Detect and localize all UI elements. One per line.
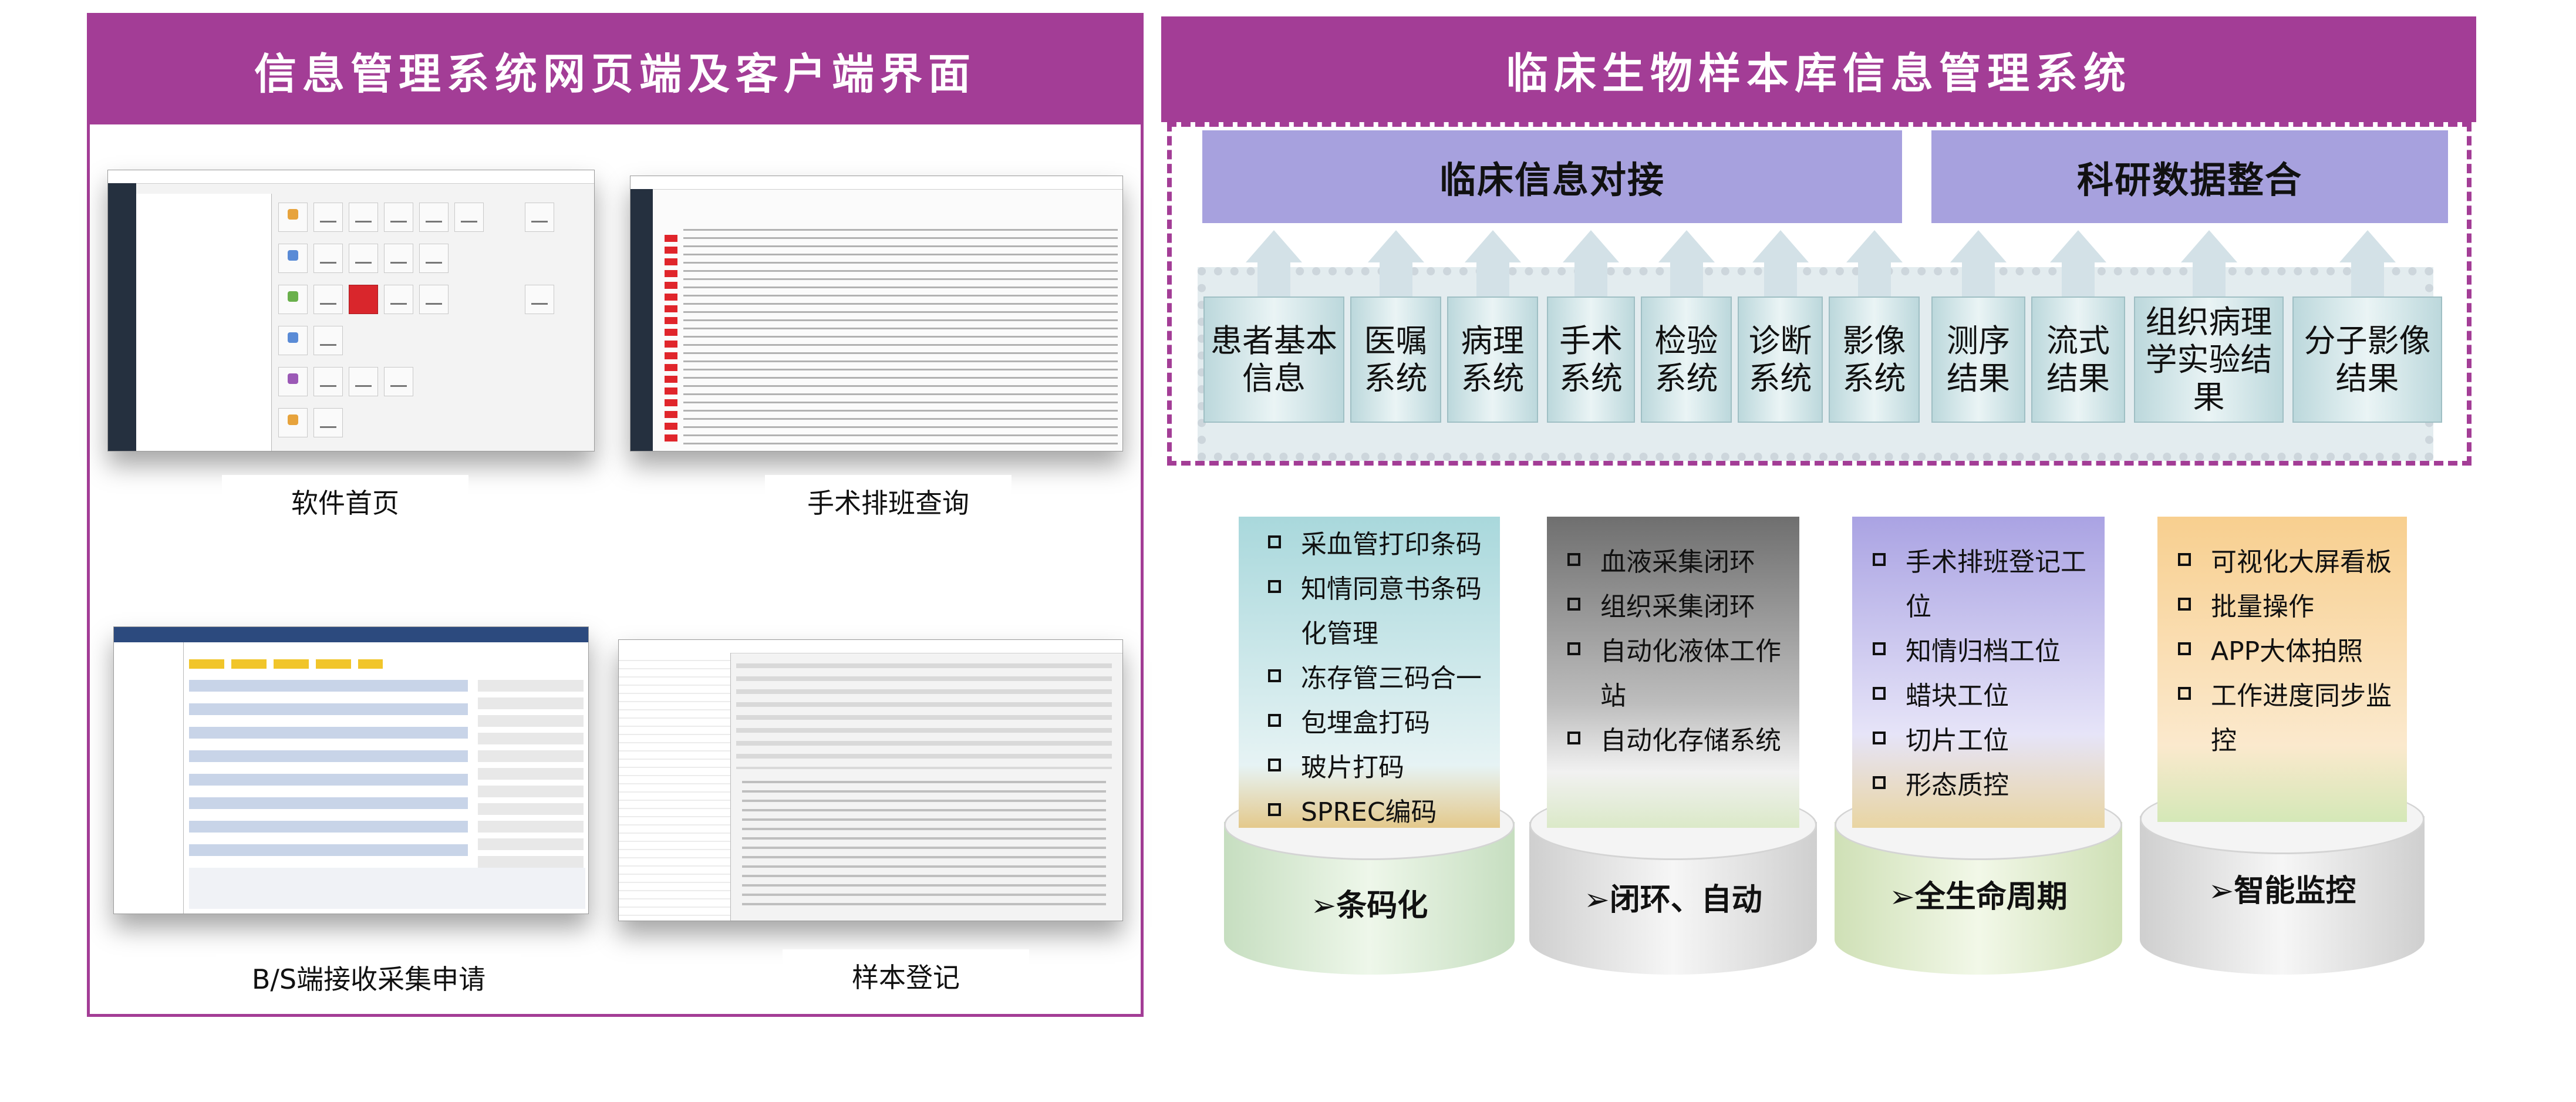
up-arrow-stem	[2193, 262, 2226, 298]
up-arrow-icon	[1465, 230, 1521, 262]
registration-form	[736, 663, 1112, 769]
list-item: 血液采集闭环	[1567, 540, 1788, 585]
caption-software-home: 软件首页	[222, 475, 468, 528]
screenshot-surgery-schedule	[630, 176, 1123, 451]
card-lifecycle-list: 手术排班登记工位 知情归档工位 蜡块工位 切片工位 形态质控	[1852, 517, 2105, 808]
up-arrow-icon	[1368, 230, 1424, 262]
list-item: 蜡块工位	[1873, 674, 2093, 719]
source-lab-system: 检验系统	[1641, 296, 1732, 423]
list-item: 包埋盒打码	[1268, 701, 1488, 746]
source-flow-results: 流式结果	[2031, 296, 2125, 423]
card-monitoring-list: 可视化大屏看板 批量操作 APP大体拍照 工作进度同步监控	[2157, 517, 2407, 763]
up-arrow-icon	[2181, 230, 2237, 262]
status-column	[665, 235, 677, 446]
source-histopathology-results: 组织病理学实验结果	[2134, 296, 2284, 423]
source-sequencing-results: 测序结果	[1931, 296, 2025, 423]
folder-tree	[114, 642, 184, 914]
window-titlebar	[108, 170, 594, 184]
nav-sidebar	[108, 183, 136, 451]
card-monitoring: 可视化大屏看板 批量操作 APP大体拍照 工作进度同步监控	[2157, 517, 2407, 822]
list-item: 冻存管三码合一	[1268, 656, 1488, 701]
up-arrow-icon	[1658, 230, 1715, 262]
list-item: 批量操作	[2178, 585, 2395, 629]
screenshot-sample-register	[618, 639, 1123, 921]
source-imaging-system: 影像系统	[1829, 296, 1920, 423]
list-item: 形态质控	[1873, 763, 2093, 808]
nav-sidebar	[630, 189, 653, 451]
cylinder-lifecycle-label: ➢全生命周期	[1889, 879, 2068, 915]
source-patient-info: 患者基本信息	[1203, 296, 1344, 423]
up-arrow-icon	[2050, 230, 2106, 262]
up-arrow-stem	[2062, 262, 2095, 298]
up-arrow-icon	[2339, 230, 2396, 262]
up-arrow-stem	[1574, 262, 1607, 298]
up-arrow-icon	[1246, 230, 1302, 262]
up-arrow-icon	[1950, 230, 2007, 262]
source-surgery-system: 手术系统	[1547, 296, 1635, 423]
up-arrow-stem	[1380, 262, 1412, 298]
list-item: 组织采集闭环	[1567, 585, 1788, 629]
sample-list	[619, 653, 731, 921]
list-item: 切片工位	[1873, 719, 2093, 763]
schedule-table	[683, 229, 1118, 446]
source-pathology-system: 病理系统	[1447, 296, 1538, 423]
request-form	[189, 680, 468, 862]
banner-clinical-integration: 临床信息对接	[1202, 130, 1902, 223]
right-panel-title: 临床生物样本库信息管理系统	[1161, 16, 2476, 122]
list-item: 采血管打印条码	[1268, 523, 1488, 567]
function-grid	[278, 203, 584, 443]
up-arrow-stem	[1670, 262, 1703, 298]
result-table	[189, 868, 585, 909]
list-item: 工作进度同步监控	[2178, 674, 2395, 763]
card-barcode-list: 采血管打印条码 知情同意书条码化管理 冻存管三码合一 包埋盒打码 玻片打码 SP…	[1239, 517, 1500, 828]
card-lifecycle: 手术排班登记工位 知情归档工位 蜡块工位 切片工位 形态质控	[1852, 517, 2105, 828]
list-item: 玻片打码	[1268, 746, 1488, 790]
cylinder-automation-label: ➢闭环、自动	[1584, 882, 1762, 918]
list-item: 自动化液体工作站	[1567, 629, 1788, 719]
up-arrow-stem	[2351, 262, 2384, 298]
cylinder-monitoring-label: ➢智能监控	[2208, 874, 2356, 909]
up-arrow-icon	[1752, 230, 1809, 262]
caption-surgery-schedule: 手术排班查询	[765, 475, 1011, 528]
list-item: 知情归档工位	[1873, 629, 2093, 674]
screenshot-bs-request	[113, 626, 589, 914]
list-item: 知情同意书条码化管理	[1268, 567, 1488, 656]
action-buttons	[189, 659, 383, 669]
list-item: 自动化存储系统	[1567, 719, 1788, 763]
up-arrow-stem	[1858, 262, 1891, 298]
list-item: 手术排班登记工位	[1873, 540, 2093, 629]
source-diagnosis-system: 诊断系统	[1738, 296, 1823, 423]
up-arrow-stem	[1257, 262, 1290, 298]
window-titlebar	[114, 627, 588, 642]
banner-research-integration: 科研数据整合	[1931, 130, 2448, 223]
left-panel: 信息管理系统网页端及客户端界面	[87, 13, 1144, 1017]
caption-bs-request: B/S端接收采集申请	[216, 954, 521, 1001]
list-item: SPREC编码	[1268, 790, 1488, 828]
side-list	[478, 680, 584, 868]
left-panel-title: 信息管理系统网页端及客户端界面	[90, 16, 1141, 124]
up-arrow-icon	[1563, 230, 1619, 262]
window-titlebar	[619, 640, 1122, 653]
up-arrow-stem	[1962, 262, 1995, 298]
up-arrow-stem	[1476, 262, 1509, 298]
cylinder-barcode-label: ➢条码化	[1310, 888, 1428, 924]
list-item: APP大体拍照	[2178, 629, 2395, 674]
aliquot-table	[742, 781, 1106, 910]
screenshot-software-home	[107, 170, 595, 451]
folder-tree	[136, 194, 272, 451]
list-item: 可视化大屏看板	[2178, 540, 2395, 585]
source-molecular-imaging-results: 分子影像结果	[2292, 296, 2442, 423]
up-arrow-stem	[1764, 262, 1797, 298]
up-arrow-icon	[1846, 230, 1903, 262]
caption-sample-register: 样本登记	[783, 949, 1029, 1002]
window-titlebar	[630, 176, 1122, 190]
card-barcode: 采血管打印条码 知情同意书条码化管理 冻存管三码合一 包埋盒打码 玻片打码 SP…	[1239, 517, 1500, 828]
integration-box	[1167, 122, 2472, 466]
source-order-system: 医嘱系统	[1350, 296, 1441, 423]
card-automation: 血液采集闭环 组织采集闭环 自动化液体工作站 自动化存储系统	[1547, 517, 1799, 828]
card-automation-list: 血液采集闭环 组织采集闭环 自动化液体工作站 自动化存储系统	[1547, 517, 1799, 763]
